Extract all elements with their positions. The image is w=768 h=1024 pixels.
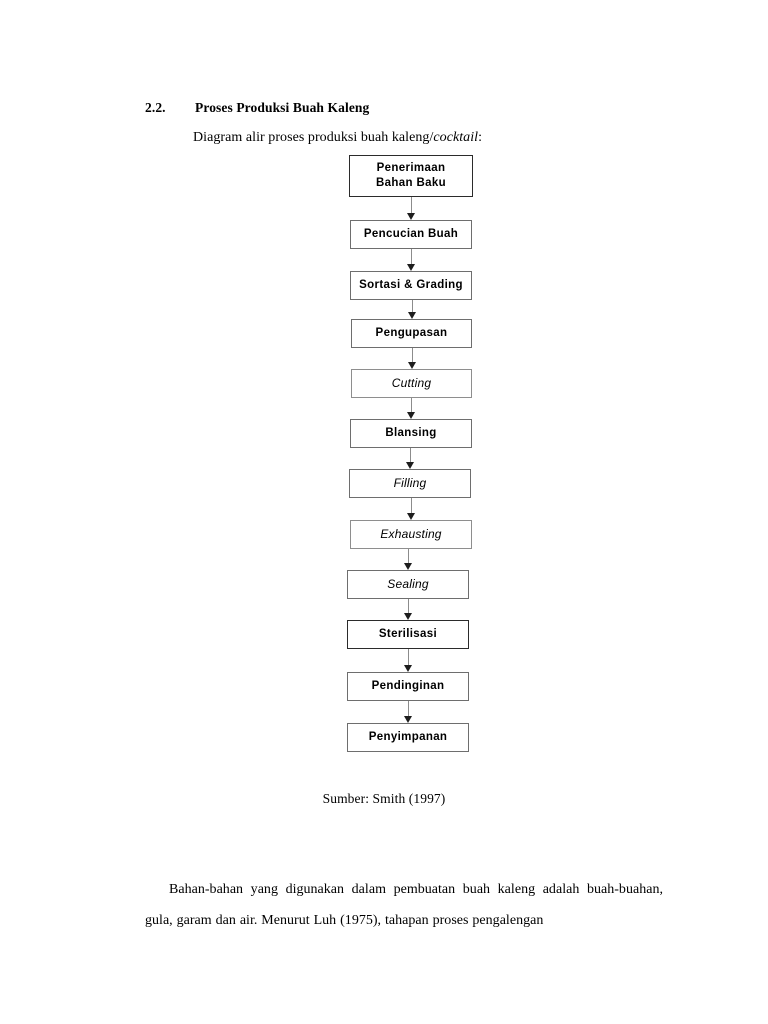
flow-arrowhead xyxy=(408,362,416,369)
flow-arrowhead xyxy=(407,513,415,520)
flow-node-label: Penerimaan Bahan Baku xyxy=(376,161,446,189)
flow-node-label: Exhausting xyxy=(380,526,442,541)
flow-arrowhead xyxy=(407,412,415,419)
figure-source-caption: Sumber: Smith (1997) xyxy=(322,791,446,806)
flow-node: Blansing xyxy=(350,419,472,448)
flow-connector xyxy=(411,398,412,413)
flow-node-label: Sortasi & Grading xyxy=(359,278,463,291)
flow-node: Cutting xyxy=(351,369,472,398)
flow-node: Exhausting xyxy=(350,520,472,549)
flow-node: Pendinginan xyxy=(347,672,469,701)
figure-intro-suffix: : xyxy=(478,130,483,145)
figure-intro-prefix: Diagram alir proses produksi buah kaleng… xyxy=(193,130,434,145)
figure-intro-line: Diagram alir proses produksi buah kaleng… xyxy=(193,130,482,146)
flow-arrowhead xyxy=(407,264,415,271)
flow-arrowhead xyxy=(407,213,415,220)
flow-node-label: Blansing xyxy=(385,426,437,439)
flow-connector xyxy=(411,498,412,514)
flow-node: Pencucian Buah xyxy=(350,220,472,249)
flow-node-label: Sealing xyxy=(387,576,429,591)
flow-node-label: Cutting xyxy=(391,375,432,390)
section-number: 2.2. xyxy=(145,100,166,115)
flow-node-label: Pendinginan xyxy=(371,679,445,692)
flow-node-label: Filling xyxy=(393,475,427,490)
flow-node: Filling xyxy=(349,469,471,498)
flow-node-label: Sterilisasi xyxy=(378,627,438,640)
body-paragraph: Bahan-bahan yang digunakan dalam pembuat… xyxy=(145,882,663,928)
flow-arrowhead xyxy=(404,665,412,672)
flow-arrowhead xyxy=(404,563,412,570)
flow-connector xyxy=(411,197,412,214)
flow-node: Sortasi & Grading xyxy=(350,271,472,300)
flow-connector xyxy=(408,549,409,564)
flow-connector xyxy=(408,599,409,614)
flow-arrowhead xyxy=(408,312,416,319)
flow-node: Pengupasan xyxy=(351,319,472,348)
flow-node-label: Pengupasan xyxy=(375,326,448,339)
flow-connector xyxy=(410,448,411,463)
section-heading: 2.2. Proses Produksi Buah Kaleng xyxy=(145,100,665,116)
flow-node: Penyimpanan xyxy=(347,723,469,752)
flow-node: Sterilisasi xyxy=(347,620,469,649)
flow-arrowhead xyxy=(404,613,412,620)
flow-node: Sealing xyxy=(347,570,469,599)
flow-node-label: Pencucian Buah xyxy=(363,227,459,240)
flow-connector xyxy=(412,348,413,363)
section-title: Proses Produksi Buah Kaleng xyxy=(195,100,370,115)
flow-arrowhead xyxy=(404,716,412,723)
flow-connector xyxy=(408,649,409,666)
flow-connector xyxy=(411,249,412,265)
flow-connector xyxy=(412,300,413,313)
figure-intro-italic-term: cocktail xyxy=(433,130,479,145)
flow-arrowhead xyxy=(406,462,414,469)
flow-node-label: Penyimpanan xyxy=(368,730,448,743)
flow-connector xyxy=(408,701,409,717)
flow-node: Penerimaan Bahan Baku xyxy=(349,155,473,197)
